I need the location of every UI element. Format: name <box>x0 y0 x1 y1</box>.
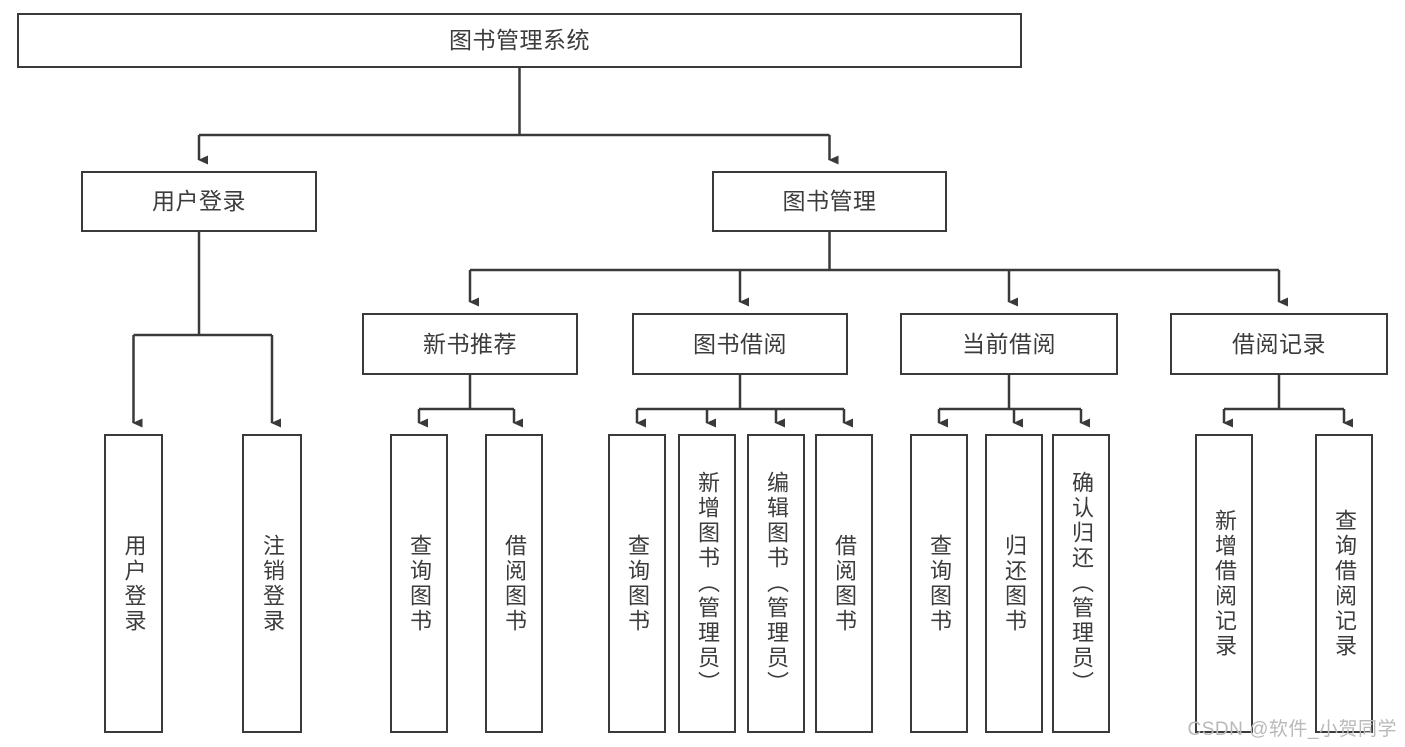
node-leaf-查询图书-4[interactable]: 查询图书 <box>608 434 666 733</box>
node-label: 新书推荐 <box>423 330 517 357</box>
node-leaf-查询借阅记录-12[interactable]: 查询借阅记录 <box>1315 434 1373 733</box>
node-label: 注销登录 <box>260 533 285 634</box>
node-leaf-查询图书-2[interactable]: 查询图书 <box>390 434 448 733</box>
node-l3-借阅记录-3[interactable]: 借阅记录 <box>1170 313 1388 375</box>
node-label: 查询图书 <box>927 533 952 634</box>
node-root[interactable]: 图书管理系统 <box>17 13 1022 68</box>
node-root-label: 图书管理系统 <box>449 27 590 54</box>
node-label: 查询图书 <box>407 533 432 634</box>
node-leaf-确认归还管理员-10[interactable]: 确认归还（管理员） <box>1052 434 1110 733</box>
node-l3-当前借阅-2[interactable]: 当前借阅 <box>900 313 1118 375</box>
node-label: 归还图书 <box>1002 533 1027 634</box>
node-leaf-编辑图书管理员-6[interactable]: 编辑图书（管理员） <box>747 434 805 733</box>
node-label: 编辑图书（管理员） <box>764 471 789 696</box>
node-leaf-注销登录-1[interactable]: 注销登录 <box>242 434 302 733</box>
node-label: 确认归还（管理员） <box>1069 471 1094 696</box>
node-label: 图书借阅 <box>693 330 787 357</box>
node-label: 借阅图书 <box>832 533 857 634</box>
node-leaf-查询图书-8[interactable]: 查询图书 <box>910 434 968 733</box>
node-label: 查询图书 <box>625 533 650 634</box>
node-leaf-新增图书管理员-5[interactable]: 新增图书（管理员） <box>678 434 736 733</box>
node-l3-图书借阅-1[interactable]: 图书借阅 <box>632 313 848 375</box>
node-label: 借阅记录 <box>1232 330 1326 357</box>
node-label: 图书管理 <box>782 188 877 215</box>
node-label: 当前借阅 <box>962 330 1056 357</box>
node-label: 新增借阅记录 <box>1212 508 1237 659</box>
node-label: 查询借阅记录 <box>1332 508 1357 659</box>
node-leaf-归还图书-9[interactable]: 归还图书 <box>985 434 1043 733</box>
node-label: 新增图书（管理员） <box>695 471 720 696</box>
node-l2-用户登录-0[interactable]: 用户登录 <box>81 171 317 232</box>
node-leaf-借阅图书-3[interactable]: 借阅图书 <box>485 434 543 733</box>
node-l2-图书管理-1[interactable]: 图书管理 <box>712 171 947 232</box>
node-leaf-用户登录-0[interactable]: 用户登录 <box>104 434 163 733</box>
node-leaf-借阅图书-7[interactable]: 借阅图书 <box>815 434 873 733</box>
node-label: 借阅图书 <box>502 533 527 634</box>
node-leaf-新增借阅记录-11[interactable]: 新增借阅记录 <box>1195 434 1253 733</box>
node-label: 用户登录 <box>152 188 246 215</box>
watermark-label: CSDN @软件_小贺同学 <box>1187 719 1397 740</box>
node-l3-新书推荐-0[interactable]: 新书推荐 <box>362 313 578 375</box>
node-label: 用户登录 <box>121 533 147 634</box>
